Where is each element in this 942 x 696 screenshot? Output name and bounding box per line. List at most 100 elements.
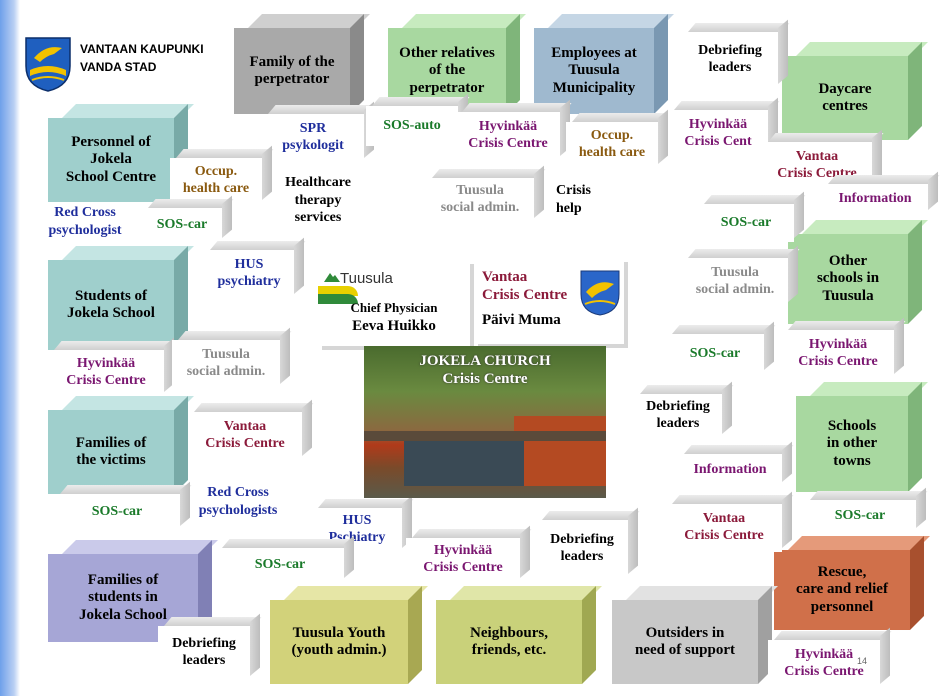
label-line: in other bbox=[826, 435, 878, 452]
label-line: Crisis Centre bbox=[482, 287, 568, 303]
box-tuusula-youth: Tuusula Youth (youth admin.) bbox=[270, 586, 428, 684]
label-line: Crisis Centre bbox=[423, 560, 503, 575]
label-line: personnel bbox=[810, 598, 874, 615]
box-occup-health-left: Occup. health care bbox=[170, 158, 262, 204]
label-line: perpetrator bbox=[254, 71, 330, 87]
label-line: Neighbours, bbox=[470, 624, 548, 641]
box-sos-car-left: SOS-car bbox=[142, 208, 222, 242]
label-line: Personnel of bbox=[71, 134, 151, 151]
org-line-2: VANDA STAD bbox=[80, 60, 157, 74]
label-line: Debriefing bbox=[172, 636, 236, 652]
label-line: Information bbox=[693, 461, 767, 477]
vantaa-coat-of-arms-icon bbox=[25, 37, 71, 92]
label-line: Occup. bbox=[590, 128, 634, 144]
label-line: SOS-car bbox=[91, 503, 143, 519]
label-line: Vantaa bbox=[702, 511, 746, 527]
label-line: the victims bbox=[76, 452, 146, 468]
label-line: need of support bbox=[634, 642, 735, 658]
label-line: Debriefing bbox=[646, 399, 710, 415]
label-line: leaders bbox=[656, 416, 700, 431]
box-personnel-jokela: Personnel of Jokela School Centre bbox=[48, 104, 194, 202]
text-healthcare-services: Healthcare therapy services bbox=[270, 174, 366, 227]
label-line: Daycare bbox=[818, 80, 872, 97]
label-line: Crisis Centre bbox=[798, 354, 878, 369]
box-occup-health-top: Occup. health care bbox=[566, 122, 658, 168]
label-line: SPR bbox=[299, 121, 327, 137]
tuusula-logo-stripe bbox=[318, 294, 358, 304]
label-line: SOS-car bbox=[834, 507, 886, 523]
box-hus-psychiatry: HUS psychiatry bbox=[204, 250, 294, 298]
box-information-mid: Information bbox=[678, 454, 782, 486]
box-students-jokela: Students of Jokela School bbox=[48, 246, 194, 350]
label-line: Family of the bbox=[249, 53, 335, 70]
label-line: psychiatry bbox=[217, 274, 281, 289]
label-line: Families of bbox=[75, 434, 147, 451]
box-information-right: Information bbox=[822, 184, 928, 214]
label-line: Occup. bbox=[194, 164, 238, 180]
label-line: SOS-car bbox=[254, 556, 306, 572]
label-line: Rescue, bbox=[817, 564, 867, 581]
label-line: psychologist bbox=[48, 222, 122, 238]
label-line: SOS-car bbox=[689, 345, 741, 361]
label-line: Jokela School bbox=[79, 606, 167, 623]
box-other-schools-tuusula: Other schools in Tuusula bbox=[788, 220, 928, 324]
label-line: Red Cross bbox=[207, 485, 269, 500]
label-line: leaders bbox=[560, 549, 604, 564]
label-line: Hyvinkää bbox=[808, 337, 868, 353]
box-hyvinkaa-right: Hyvinkää Crisis Centre bbox=[782, 330, 894, 378]
chief-physician-role: Chief Physician bbox=[350, 300, 438, 315]
label-line: health care bbox=[182, 181, 250, 196]
box-hyvinkaa-bottom: Hyvinkää Crisis Centre bbox=[406, 538, 520, 582]
church-wall-shape bbox=[514, 416, 606, 486]
label-line: leaders bbox=[708, 60, 752, 75]
box-families-students: Families of students in Jokela School bbox=[48, 540, 218, 642]
label-line: Hyvinkää bbox=[433, 543, 493, 559]
box-tuusula-social-top: Tuusula social admin. bbox=[426, 178, 534, 222]
box-debriefing-mid: Debriefing leaders bbox=[634, 394, 722, 438]
label-line: School Centre bbox=[65, 168, 157, 185]
text-crisis-help: Crisis help bbox=[556, 182, 600, 217]
label-line: Hyvinkää bbox=[688, 117, 748, 133]
label-line: towns bbox=[833, 452, 871, 469]
label-line: care and relief bbox=[796, 581, 888, 598]
label-line: Crisis Centre bbox=[66, 373, 146, 388]
text-red-cross-psychologists: Red Cross psychologists bbox=[184, 484, 292, 519]
box-schools-other-towns: Schools in other towns bbox=[796, 382, 928, 492]
box-debriefing-bottom: Debriefing leaders bbox=[536, 520, 628, 578]
box-spr-psykologit: SPR psykologit bbox=[262, 114, 364, 162]
label-line: perpetrator bbox=[409, 79, 485, 96]
label-line: Schools bbox=[827, 418, 877, 435]
org-line-1: VANTAAN KAUPUNKI bbox=[80, 42, 204, 56]
label-line: Tuusula bbox=[568, 62, 620, 79]
box-outsiders: Outsiders in need of support bbox=[612, 586, 778, 684]
organization-name: VANTAAN KAUPUNKI VANDA STAD bbox=[80, 40, 204, 76]
tuusula-mountain-icon bbox=[324, 273, 340, 282]
label-line: centres bbox=[822, 98, 868, 114]
label-line: Healthcare bbox=[285, 175, 351, 190]
label-line: of the bbox=[428, 62, 466, 79]
label-line: help bbox=[556, 200, 582, 216]
label-line: Hyvinkää bbox=[478, 119, 538, 135]
label-line: Vantaa bbox=[482, 269, 528, 285]
label-line: social admin. bbox=[695, 282, 775, 297]
box-sos-car-right-2: SOS-car bbox=[666, 334, 764, 374]
tuusula-chief-physician-card: Tuusula Chief Physician Eeva Huikko bbox=[318, 260, 470, 346]
label-line: students in bbox=[88, 589, 158, 606]
label-line: services bbox=[294, 210, 342, 225]
box-sos-car-bottom-right: SOS-car bbox=[804, 500, 916, 532]
label-line: Crisis Centre bbox=[784, 664, 864, 679]
box-rescue-personnel: Rescue, care and relief personnel bbox=[774, 536, 930, 630]
box-vantaa-left: Vantaa Crisis Centre bbox=[188, 412, 302, 460]
vantaa-shield-icon bbox=[580, 270, 620, 316]
label-line: Vantaa bbox=[795, 149, 839, 165]
label-line: Families of bbox=[87, 572, 159, 589]
jokela-church-photo: JOKELA CHURCH Crisis Centre bbox=[364, 346, 606, 498]
label-line: Debriefing bbox=[550, 532, 614, 548]
label-line: Red Cross bbox=[54, 205, 116, 220]
box-tuusula-social-left: Tuusula social admin. bbox=[172, 340, 280, 388]
label-line: Hyvinkää bbox=[76, 356, 136, 372]
label-line: Information bbox=[838, 190, 912, 206]
label-line: Tuusula Youth bbox=[292, 624, 386, 641]
label-line: Jokela School bbox=[67, 305, 155, 321]
label-line: Crisis Centre bbox=[684, 528, 764, 543]
